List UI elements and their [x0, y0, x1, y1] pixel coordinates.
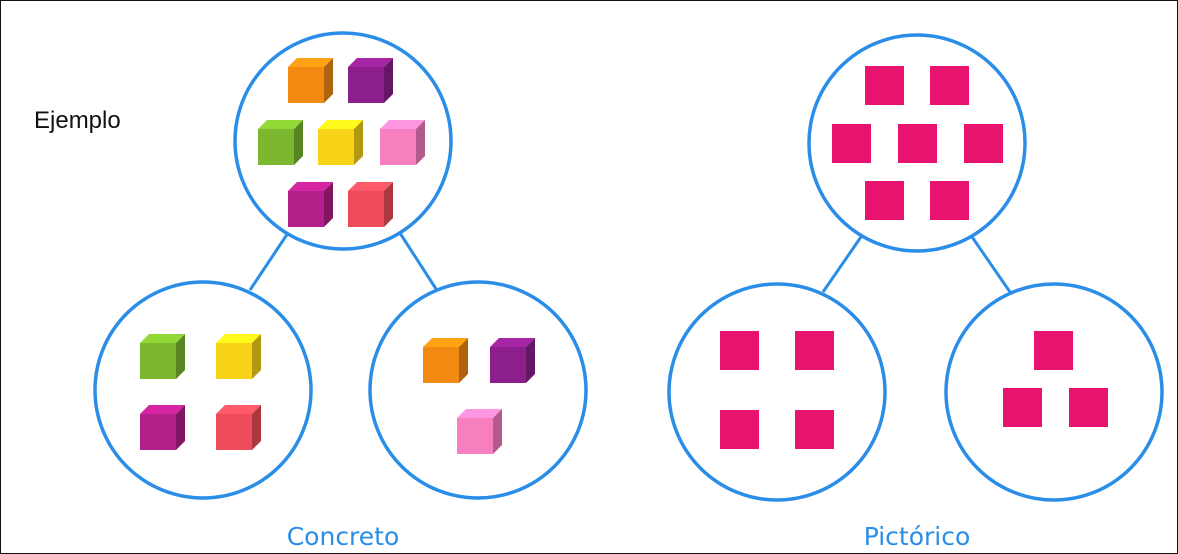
pictorial-square: [865, 181, 904, 220]
purple-cube: [348, 58, 393, 103]
orange-cube: [288, 58, 333, 103]
pictorico-part-left-circle: [667, 282, 887, 502]
connector-whole-right: [396, 229, 440, 293]
caption-concreto: Concreto: [287, 522, 400, 551]
pink-cube: [457, 409, 502, 454]
pictorial-square: [832, 124, 871, 163]
pictorial-square: [1003, 388, 1042, 427]
connector-whole-left: [248, 229, 292, 291]
pictorico-model: Pictórico: [667, 33, 1164, 551]
pictorico-part-right-circle: [944, 282, 1164, 502]
yellow-cube: [318, 120, 363, 165]
concreto-whole-cubes: [258, 58, 425, 227]
pink-cube: [380, 120, 425, 165]
green-cube: [140, 334, 185, 379]
concreto-part-right-cubes: [423, 338, 535, 454]
pictorial-square: [795, 331, 834, 370]
pictorial-square: [865, 66, 904, 105]
pictorial-square: [795, 410, 834, 449]
pictorial-square: [898, 124, 937, 163]
concreto-part-left-cubes: [140, 334, 261, 450]
pictorico-part-right-squares: [1003, 331, 1108, 427]
yellow-cube: [216, 334, 261, 379]
magenta-cube: [288, 182, 333, 227]
pictorial-square: [720, 410, 759, 449]
caption-pictorico: Pictórico: [864, 522, 971, 551]
pictorico-whole-squares: [832, 66, 1003, 220]
magenta-cube: [140, 405, 185, 450]
pictorial-square: [720, 331, 759, 370]
heading-ejemplo: Ejemplo: [34, 107, 121, 134]
pictorial-square: [930, 181, 969, 220]
pictorial-square: [1034, 331, 1073, 370]
concreto-model: Concreto: [93, 31, 588, 551]
red-cube: [216, 405, 261, 450]
orange-cube: [423, 338, 468, 383]
pictorico-part-left-squares: [720, 331, 834, 449]
red-cube: [348, 182, 393, 227]
concreto-part-right-circle: [368, 280, 588, 500]
pictorial-square: [930, 66, 969, 105]
concreto-part-left-circle: [93, 280, 313, 500]
pictorial-square: [1069, 388, 1108, 427]
pictorial-square: [964, 124, 1003, 163]
connector-whole-right: [968, 233, 1012, 293]
green-cube: [258, 120, 303, 165]
connector-whole-left: [821, 233, 865, 293]
purple-cube: [490, 338, 535, 383]
